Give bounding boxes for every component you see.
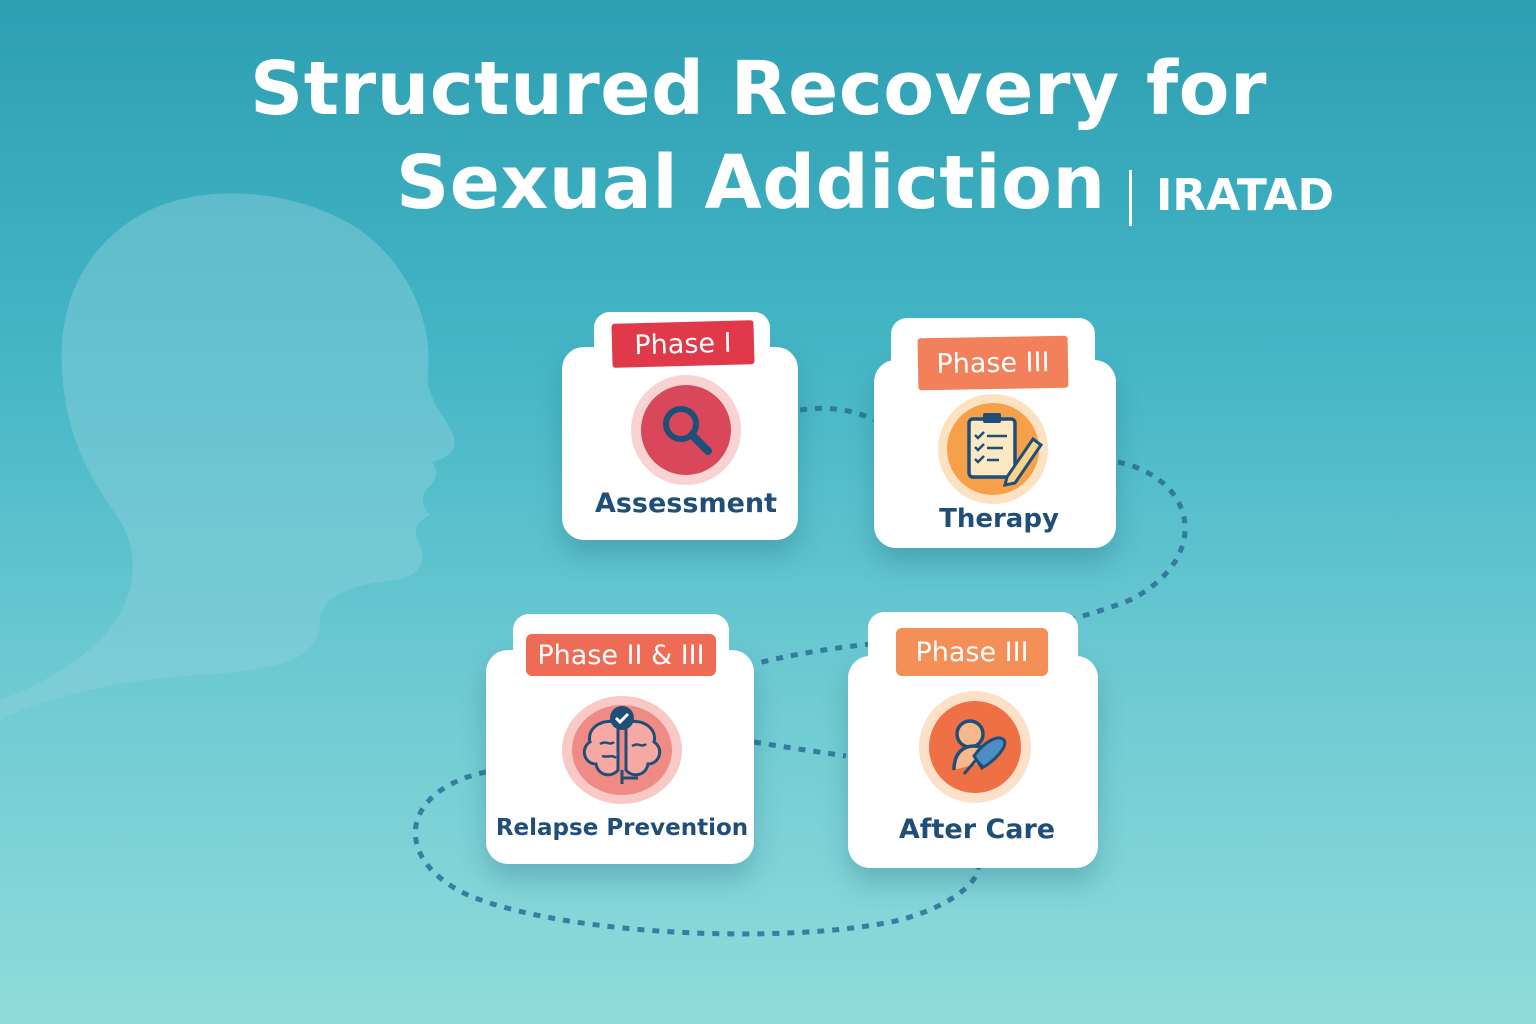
card-label-4: After Care [898, 814, 1056, 845]
card-label-2: Therapy [939, 504, 1059, 534]
page-title-line1: Structured Recovery for [250, 46, 1268, 132]
phase-badge-4: Phase III [896, 628, 1048, 676]
magnifier-icon [631, 375, 741, 485]
phase-badge-2: Phase III [917, 335, 1069, 391]
brain-check-icon [562, 696, 682, 804]
head-silhouette [0, 193, 455, 721]
page-title-line2: Sexual Addiction [396, 140, 1106, 226]
clipboard-icon [938, 394, 1048, 504]
card-label-1: Assessment [594, 488, 778, 519]
brand-name: IRATAD [1156, 170, 1335, 221]
support-person-icon [919, 691, 1031, 803]
brand-separator [1129, 170, 1132, 226]
phase-badge-3: Phase II & III [526, 634, 716, 676]
card-label-3: Relapse Prevention [495, 815, 749, 841]
phase-badge-1: Phase I [611, 320, 755, 368]
dotted-journey-path [413, 405, 1188, 937]
